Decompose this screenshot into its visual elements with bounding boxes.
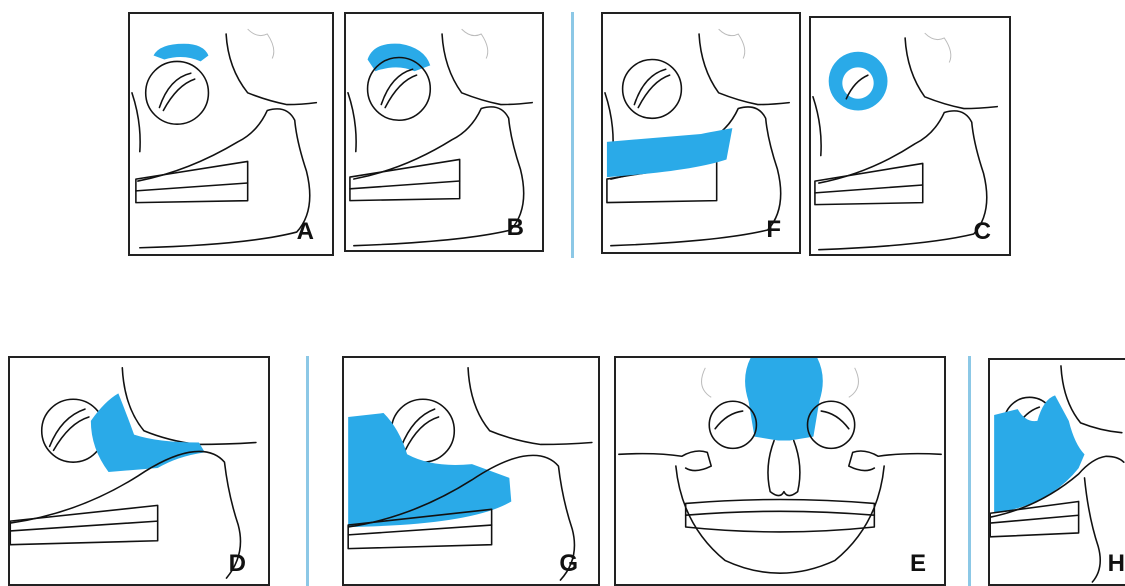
panel-c: C <box>809 16 1011 256</box>
panel-label-a: A <box>297 218 314 246</box>
highlight-maxilla-band <box>607 128 732 177</box>
panel-b: B <box>344 12 544 252</box>
panel-f: F <box>601 12 801 254</box>
panel-label-h: H <box>1108 550 1125 578</box>
panel-d: D <box>8 356 270 586</box>
skull-frontal-drawing <box>616 358 944 584</box>
panel-h: H <box>988 358 1125 586</box>
panel-label-b: B <box>507 214 524 242</box>
panel-label-f: F <box>766 216 781 244</box>
panel-a: A <box>128 12 334 256</box>
highlight-panfacial <box>994 395 1084 513</box>
panel-g: G <box>342 356 600 586</box>
highlight-orbital-roof <box>154 44 209 62</box>
row-divider-bottom-left <box>306 356 309 586</box>
panel-label-g: G <box>559 550 578 578</box>
panel-label-d: D <box>229 550 246 578</box>
panel-label-e: E <box>910 550 926 578</box>
panel-label-c: C <box>974 218 991 246</box>
row-divider-bottom-right <box>968 356 971 586</box>
row-divider-top <box>571 12 574 258</box>
panel-e: E <box>614 356 946 586</box>
skull-lateral-drawing <box>990 360 1125 584</box>
